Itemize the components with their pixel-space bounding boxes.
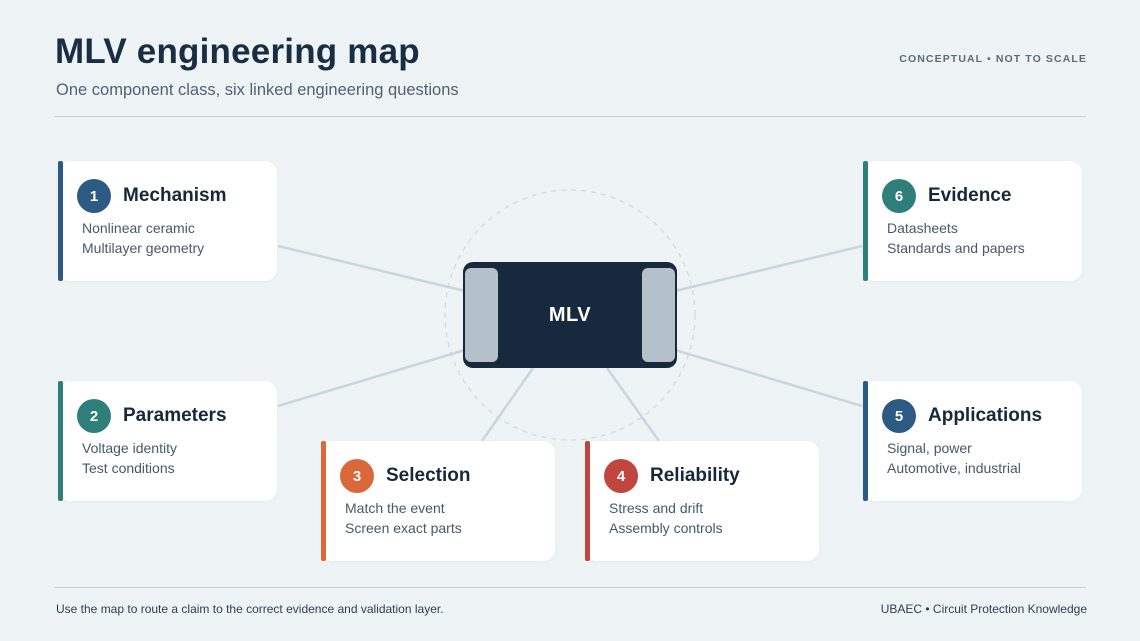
- node-title: Evidence: [928, 185, 1012, 206]
- scale-badge: CONCEPTUAL • NOT TO SCALE: [899, 53, 1087, 65]
- step-number: 3: [340, 459, 374, 493]
- link-selection: [480, 367, 535, 442]
- left-terminal: [465, 268, 498, 362]
- link-applications: [674, 348, 863, 408]
- page-subtitle: One component class, six linked engineer…: [56, 81, 459, 99]
- step-number: 5: [882, 399, 916, 433]
- node-detail: Signal, power: [887, 440, 972, 456]
- header-divider: [55, 116, 1086, 117]
- footer-note: Use the map to route a claim to the corr…: [56, 602, 444, 616]
- link-parameters: [277, 348, 466, 408]
- node-title: Applications: [928, 405, 1043, 426]
- node-detail: Stress and drift: [609, 500, 704, 516]
- node-detail: Standards and papers: [887, 240, 1025, 256]
- step-number: 2: [77, 399, 111, 433]
- footer-credit: UBAEC • Circuit Protection Knowledge: [880, 602, 1087, 616]
- node-detail: Test conditions: [82, 460, 175, 476]
- node-evidence: 6 Evidence Datasheets Standards and pape…: [863, 161, 1082, 281]
- node-detail: Screen exact parts: [345, 520, 462, 536]
- accent-bar: [585, 441, 590, 561]
- link-evidence: [674, 244, 863, 293]
- accent-bar: [863, 381, 868, 501]
- focus-ring: [444, 189, 696, 441]
- accent-bar: [58, 161, 63, 281]
- node-detail: Voltage identity: [82, 440, 177, 456]
- component-label: MLV: [548, 304, 592, 326]
- node-detail: Match the event: [345, 500, 445, 516]
- node-detail: Datasheets: [887, 220, 958, 236]
- link-reliability: [605, 367, 661, 442]
- node-mechanism: 1 Mechanism Nonlinear ceramic Multilayer…: [58, 161, 277, 281]
- accent-bar: [863, 161, 868, 281]
- node-applications: 5 Applications Signal, power Automotive,…: [863, 381, 1082, 501]
- step-number: 4: [604, 459, 638, 493]
- node-parameters: 2 Parameters Voltage identity Test condi…: [58, 381, 277, 501]
- footer-divider: [55, 587, 1086, 588]
- node-detail: Automotive, industrial: [887, 460, 1021, 476]
- step-number: 6: [882, 179, 916, 213]
- node-title: Mechanism: [123, 185, 227, 206]
- right-terminal: [642, 268, 675, 362]
- accent-bar: [321, 441, 326, 561]
- page-title: MLV engineering map: [55, 32, 420, 71]
- node-reliability: 4 Reliability Stress and drift Assembly …: [585, 441, 819, 561]
- node-title: Selection: [386, 465, 471, 486]
- node-title: Reliability: [650, 465, 740, 486]
- node-selection: 3 Selection Match the event Screen exact…: [321, 441, 555, 561]
- node-detail: Multilayer geometry: [82, 240, 205, 256]
- node-title: Parameters: [123, 405, 227, 426]
- node-detail: Nonlinear ceramic: [82, 220, 195, 236]
- mlv-component: MLV: [463, 262, 677, 368]
- link-mechanism: [277, 244, 466, 293]
- step-number: 1: [77, 179, 111, 213]
- accent-bar: [58, 381, 63, 501]
- node-detail: Assembly controls: [609, 520, 723, 536]
